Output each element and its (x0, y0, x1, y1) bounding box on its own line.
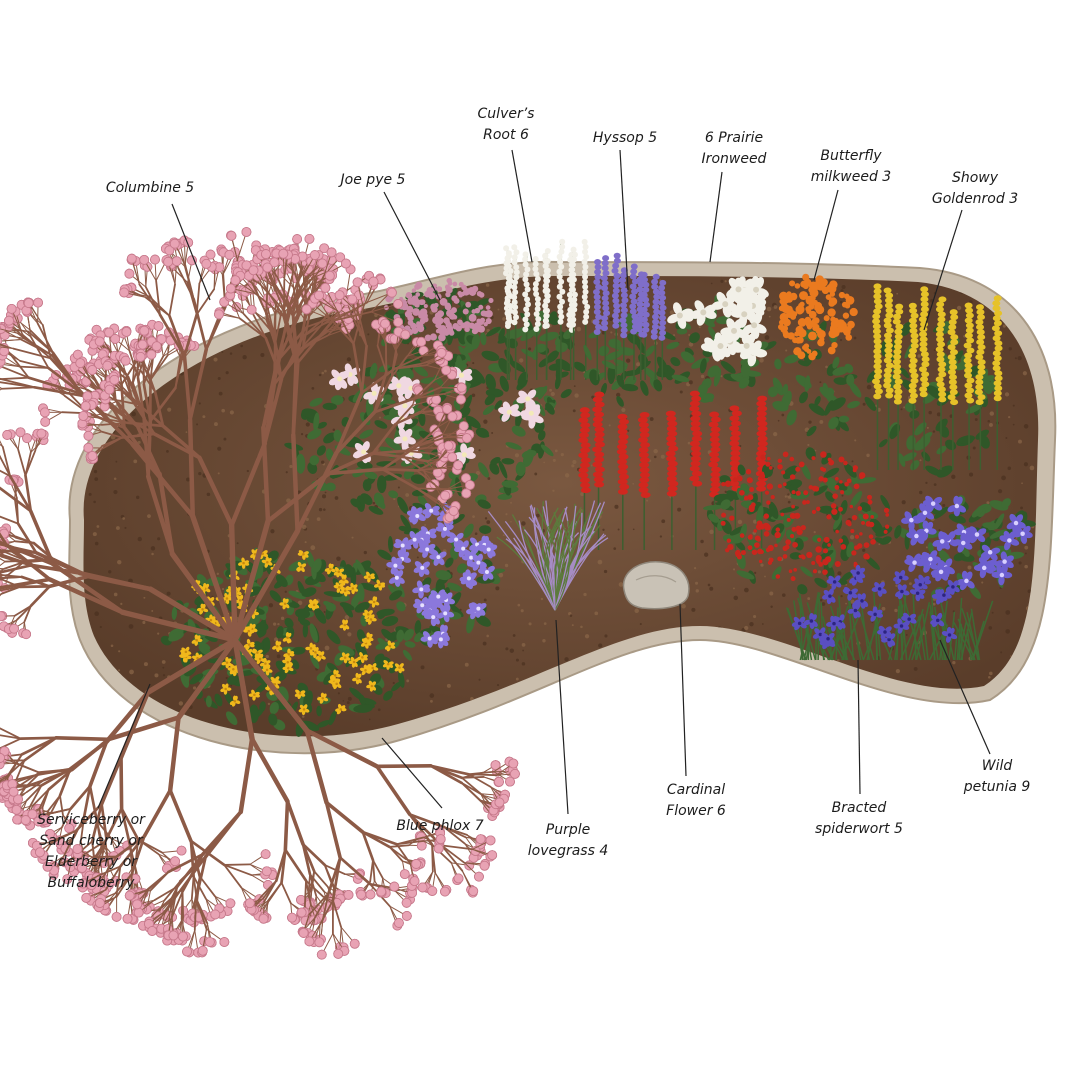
label-serviceberry-line4: Buffaloberry (37, 873, 145, 894)
label-serviceberry-line1: Serviceberry or (37, 810, 145, 831)
label-blue-phlox: Blue phlox 7 (396, 816, 483, 837)
label-culvers-root: Culver’s Root 6 (478, 104, 535, 146)
leader-ironweed (710, 172, 722, 262)
label-butterfly-milkweed-line2: milkweed 3 (811, 167, 891, 188)
label-prairie-ironweed-line2: Ironweed (702, 149, 767, 170)
rock-icon (623, 562, 688, 609)
label-hyssop: Hyssop 5 (593, 128, 657, 149)
label-joe-pye-line: Joe pye 5 (341, 170, 406, 191)
label-showy-goldenrod-line1: Showy (932, 168, 1018, 189)
label-showy-goldenrod-line2: Goldenrod 3 (932, 189, 1018, 210)
label-purple-lovegrass-line2: lovegrass 4 (528, 841, 609, 862)
label-serviceberry-line2: Sand cherry or (37, 831, 145, 852)
label-wild-petunia-line1: Wild (964, 756, 1031, 777)
leader-phlox (382, 738, 442, 808)
label-prairie-ironweed-line1: 6 Prairie (702, 128, 767, 149)
label-prairie-ironweed: 6 Prairie Ironweed (702, 128, 767, 170)
label-cardinal-flower-line1: Cardinal (666, 780, 726, 801)
label-culvers-root-line2: Root 6 (478, 125, 535, 146)
label-purple-lovegrass: Purple lovegrass 4 (528, 820, 609, 862)
label-joe-pye: Joe pye 5 (341, 170, 406, 191)
label-culvers-root-line1: Culver’s (478, 104, 535, 125)
label-columbine-line: Columbine 5 (106, 178, 194, 199)
label-columbine: Columbine 5 (106, 178, 194, 199)
label-bracted-spiderwort-line1: Bracted (815, 798, 903, 819)
label-serviceberry-line3: Elderberry or (37, 852, 145, 873)
label-cardinal-flower-line2: Flower 6 (666, 801, 726, 822)
label-showy-goldenrod: Showy Goldenrod 3 (932, 168, 1018, 210)
label-wild-petunia: Wild petunia 9 (964, 756, 1031, 798)
label-cardinal-flower: Cardinal Flower 6 (666, 780, 726, 822)
label-hyssop-line: Hyssop 5 (593, 128, 657, 149)
label-butterfly-milkweed: Butterfly milkweed 3 (811, 146, 891, 188)
label-butterfly-milkweed-line1: Butterfly (811, 146, 891, 167)
label-purple-lovegrass-line1: Purple (528, 820, 609, 841)
label-blue-phlox-line: Blue phlox 7 (396, 816, 483, 837)
label-serviceberry: Serviceberry or Sand cherry or Elderberr… (37, 810, 145, 894)
label-bracted-spiderwort: Bracted spiderwort 5 (815, 798, 903, 840)
label-wild-petunia-line2: petunia 9 (964, 777, 1031, 798)
label-bracted-spiderwort-line2: spiderwort 5 (815, 819, 903, 840)
